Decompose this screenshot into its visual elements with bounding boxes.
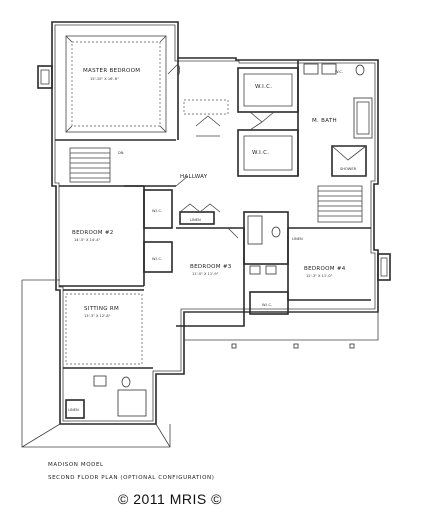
linen-closet-1 [179,211,215,225]
hall-bath-toilet [271,226,281,238]
bedroom3-door [227,227,239,239]
suite-doors [195,115,221,137]
wic-lower-label: W.I.C. [252,150,269,156]
tray-ceiling-corner [159,35,167,43]
model-caption: MADISON MODEL [48,462,104,468]
shower-label: SHOWER [340,167,357,171]
hall-bath-sink [249,265,261,275]
linen-closet-3 [65,399,85,419]
stair-right-treads [318,190,362,217]
sitting-bath-sink [93,375,107,387]
master-bedroom-ceiling-outer [65,35,167,133]
shower-stall [331,145,367,177]
sitting-room-ceiling [65,293,143,365]
chimney-right-inner [380,257,388,277]
sitting-room-label: SITTING RM [84,306,119,312]
hall-door [175,175,189,187]
wic-upper [237,67,299,113]
wic-upper-label: W.I.C. [255,84,272,90]
tray-ceiling-corner [65,35,73,43]
linen2-label: LINEN [292,237,303,241]
tray-ceiling-corner [65,125,73,133]
porch-roof [21,279,171,448]
hall-bath-sink [265,265,277,275]
sitting-bath-tub [117,389,147,417]
vanity-niche [183,99,229,115]
roof-post [349,343,355,349]
chimney-left [37,65,53,89]
wic-bed4-label: W.I.C. [262,303,272,307]
hallway-label: HALLWAY [180,174,208,180]
bedroom3-dims: 11'-0" X 11'-9" [192,272,219,276]
vanity-sink [321,63,337,75]
tray-ceiling-corner [159,125,167,133]
wic-bed2b [143,241,173,273]
bedroom2-dims: 14'-5" X 14'-4" [74,238,101,242]
roof-post [293,343,299,349]
linen-door [179,203,221,213]
wic-bed2-label: W.I.C. [152,209,162,213]
wic-doors [249,111,275,131]
wc-label: W.C. [335,70,343,74]
stair-right [317,185,363,223]
wic-bed2 [143,189,173,229]
bedroom3-label: BEDROOM #3 [190,264,232,270]
shower-glass [331,145,367,161]
bedroom4-label: BEDROOM #4 [304,266,346,272]
lower-roof-line [184,311,379,341]
wic-bed2b-label: W.I.C. [152,257,162,261]
copyright-notice: © 2011 MRIS © [118,491,222,507]
chimney-right [377,253,391,281]
vanity-sink [303,63,319,75]
bath-tub-inner [356,101,370,135]
exterior-wall-inner [54,24,376,422]
master-bedroom-door [167,63,180,77]
sitting-bath-toilet [121,376,131,388]
linen3-label: LINEN [68,408,79,412]
toilet [355,64,365,76]
wic-bed4 [249,291,289,315]
stair-left-treads [70,152,110,179]
master-bedroom-ceiling-inner [71,41,161,127]
linen1-label: LINEN [190,218,201,222]
bath-tub [353,97,373,139]
chimney-left-inner [40,69,50,85]
stair-dn-label: DN [118,151,124,155]
hall-bath-tub [247,215,263,245]
plan-caption: SECOND FLOOR PLAN (OPTIONAL CONFIGURATIO… [48,475,215,481]
master-bedroom-dims: 15'-10" X 16'-6" [90,77,119,81]
bedroom2-label: BEDROOM #2 [72,230,114,236]
sitting-room-dims: 13'-3" X 12'-8" [84,314,111,318]
wic-lower-shelf [243,135,293,171]
bedroom4-dims: 12'-3" X 11'-0" [306,274,333,278]
master-bedroom-label: MASTER BEDROOM [83,68,140,74]
stair-left [69,147,111,183]
wic-upper-shelf [243,73,293,107]
exterior-wall [51,21,379,425]
m-bath-label: M. BATH [312,118,337,124]
bedroom3-walls [176,227,245,327]
roof-post [231,343,237,349]
